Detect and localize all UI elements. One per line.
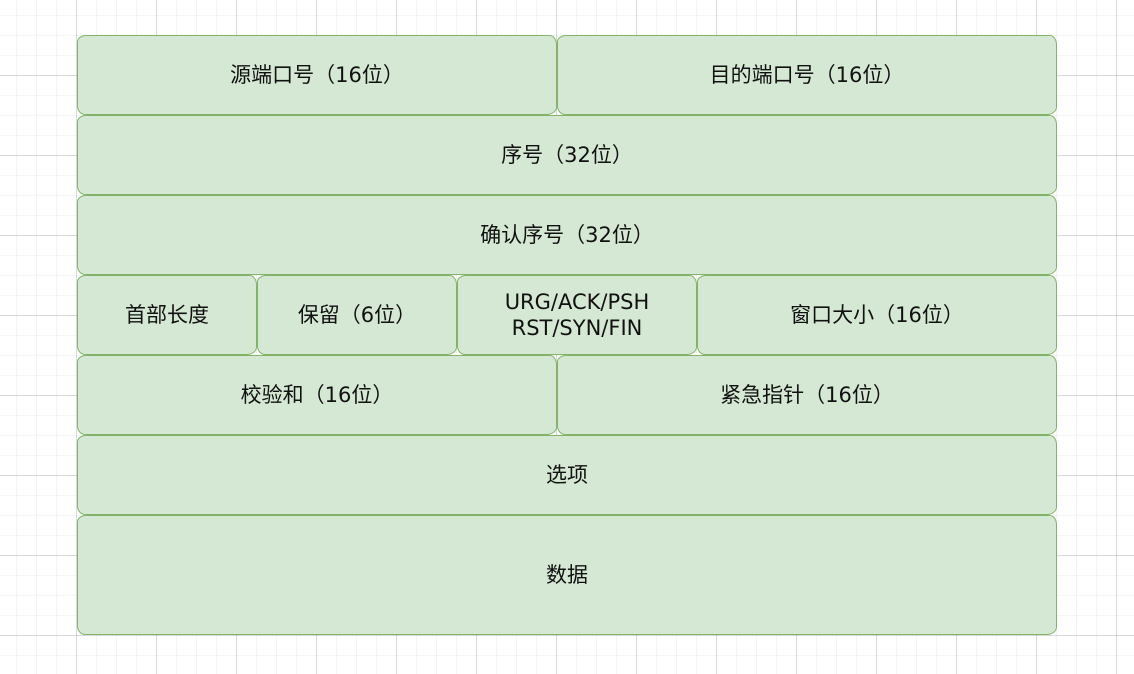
options-field: 选项 [77, 435, 1057, 515]
sequence-number-label: 序号（32位） [501, 143, 633, 167]
sequence-number-field: 序号（32位） [77, 115, 1057, 195]
reserved-field: 保留（6位） [257, 275, 457, 355]
data-field: 数据 [77, 515, 1057, 635]
flags-label: URG/ACK/PSH RST/SYN/FIN [504, 290, 650, 340]
options-label: 选项 [546, 463, 588, 487]
checksum-field: 校验和（16位） [77, 355, 557, 435]
ack-number-field: 确认序号（32位） [77, 195, 1057, 275]
dest-port-label: 目的端口号（16位） [709, 63, 905, 87]
checksum-label: 校验和（16位） [240, 383, 394, 407]
reserved-label: 保留（6位） [297, 303, 417, 327]
dest-port-field: 目的端口号（16位） [557, 35, 1057, 115]
urgent-pointer-label: 紧急指针（16位） [720, 383, 894, 407]
flags-field: URG/ACK/PSH RST/SYN/FIN [457, 275, 697, 355]
source-port-label: 源端口号（16位） [230, 63, 404, 87]
urgent-pointer-field: 紧急指针（16位） [557, 355, 1057, 435]
data-label: 数据 [546, 563, 588, 587]
window-size-label: 窗口大小（16位） [790, 303, 964, 327]
ack-number-label: 确认序号（32位） [480, 223, 654, 247]
header-length-label: 首部长度 [125, 303, 209, 327]
header-length-field: 首部长度 [77, 275, 257, 355]
source-port-field: 源端口号（16位） [77, 35, 557, 115]
window-size-field: 窗口大小（16位） [697, 275, 1057, 355]
